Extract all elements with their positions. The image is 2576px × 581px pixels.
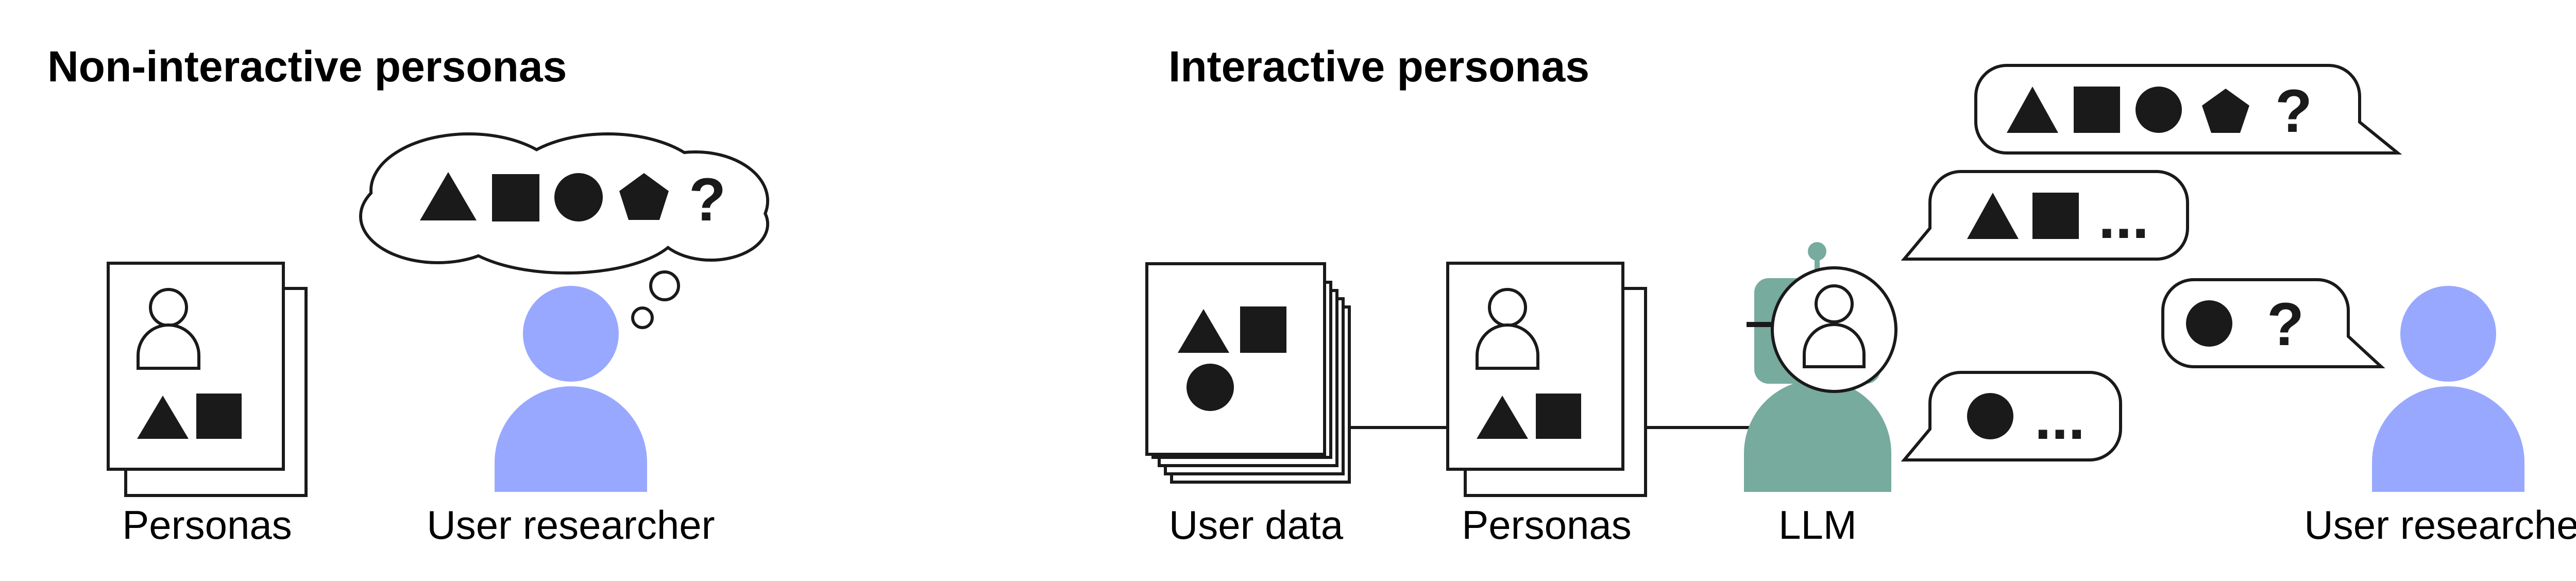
thought-question-mark: ?: [689, 166, 726, 234]
bubble-2-ellipsis: ...: [2098, 183, 2149, 251]
bubble-1-question: ?: [2275, 77, 2312, 145]
right-panel-title: Interactive personas: [1168, 42, 1589, 91]
triangle-icon: [1477, 396, 1528, 439]
persona-shapes-left: [137, 394, 242, 439]
bubble-4-ellipsis: ...: [2035, 384, 2085, 452]
speech-bubble-2: ...: [1901, 170, 2189, 261]
thought-bubble: ?: [359, 132, 769, 329]
persona-shapes-right: [1477, 394, 1581, 439]
persona-user-icon: [137, 288, 200, 370]
user-data-shapes: [1178, 306, 1286, 411]
square-icon: [196, 394, 242, 439]
pentagon-icon: [2202, 89, 2249, 133]
persona-stack-right: [1446, 262, 1647, 497]
user-data-stack: [1145, 262, 1351, 484]
thought-dot-small: [631, 306, 654, 329]
persona-label-right: Personas: [1462, 502, 1632, 548]
triangle-icon: [2007, 87, 2058, 133]
persona-stack-left: [107, 262, 308, 497]
pentagon-icon: [619, 173, 669, 220]
researcher-label-right: User researcher: [2304, 502, 2576, 548]
user-researcher-left: [495, 286, 647, 492]
square-icon: [1240, 306, 1286, 353]
circle-icon: [1967, 393, 2013, 439]
thought-dot-large: [649, 270, 680, 301]
persona-user-icon: [1476, 288, 1539, 370]
left-panel-title: Non-interactive personas: [47, 42, 567, 91]
user-data-label: User data: [1169, 502, 1344, 548]
square-icon: [1536, 394, 1581, 439]
square-icon: [2032, 193, 2079, 239]
persona-label-left: Personas: [122, 502, 292, 548]
thought-shapes: [420, 172, 669, 221]
circle-icon: [2136, 87, 2182, 133]
researcher-label-left: User researcher: [427, 502, 715, 548]
speech-bubble-4: ...: [1901, 371, 2122, 462]
circle-icon: [554, 173, 603, 221]
triangle-icon: [137, 396, 189, 439]
triangle-icon: [1178, 309, 1229, 353]
square-icon: [492, 174, 539, 221]
robot-antenna-tip: [1808, 242, 1826, 261]
robot-persona-face: [1771, 266, 1897, 393]
triangle-icon: [1967, 193, 2019, 239]
triangle-icon: [420, 172, 477, 220]
speech-bubble-1: ?: [1974, 64, 2402, 155]
circle-icon: [1187, 364, 1234, 411]
circle-icon: [2186, 300, 2232, 347]
llm-label: LLM: [1778, 502, 1857, 548]
square-icon: [2074, 87, 2120, 133]
user-researcher-right: [2372, 286, 2524, 492]
robot-body: [1744, 380, 1891, 492]
bubble-3-question: ?: [2267, 290, 2304, 358]
llm-robot: [1744, 242, 1897, 492]
speech-bubble-3: ?: [2161, 278, 2385, 368]
